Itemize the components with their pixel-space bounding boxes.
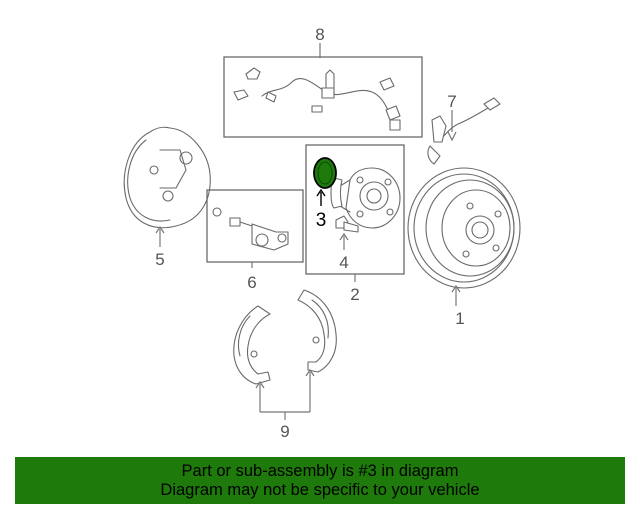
part-1-group — [407, 167, 521, 306]
callout-9: 9 — [280, 422, 289, 441]
callout-3: 3 — [316, 210, 327, 231]
part-8-group — [223, 43, 423, 138]
hub-bolt-icon — [335, 215, 359, 233]
callout-8: 8 — [315, 25, 324, 44]
backing-plate-icon — [123, 126, 211, 229]
part-2-group — [305, 144, 405, 282]
part-8-box — [223, 56, 423, 138]
callout-7: 7 — [447, 92, 456, 111]
brake-shoe-right-icon — [297, 289, 337, 373]
banner-line-1: Part or sub-assembly is #3 in diagram — [181, 461, 459, 480]
part-6-box — [206, 189, 304, 263]
callout-5: 5 — [155, 250, 164, 269]
parts-diagram: 8 7 5 6 3 4 2 1 9 — [123, 25, 521, 441]
callout-6: 6 — [247, 273, 256, 292]
callout-1: 1 — [455, 309, 464, 328]
callout-4: 4 — [339, 253, 348, 272]
brake-hose-icon — [427, 97, 501, 165]
brake-drum-icon — [407, 167, 521, 289]
callout-2: 2 — [350, 285, 359, 304]
part-7-group — [427, 97, 501, 165]
part-9-group — [233, 289, 337, 420]
part-6-group — [206, 189, 304, 268]
abs-sensor-wire-icon — [233, 67, 401, 131]
banner-line-2: Diagram may not be specific to your vehi… — [160, 480, 480, 499]
hub-bearing-icon — [330, 167, 401, 229]
wheel-cylinder-icon — [212, 207, 289, 251]
info-banner: Part or sub-assembly is #3 in diagram Di… — [15, 457, 625, 504]
part-5-group — [123, 126, 211, 247]
brake-shoe-left-icon — [233, 305, 271, 385]
